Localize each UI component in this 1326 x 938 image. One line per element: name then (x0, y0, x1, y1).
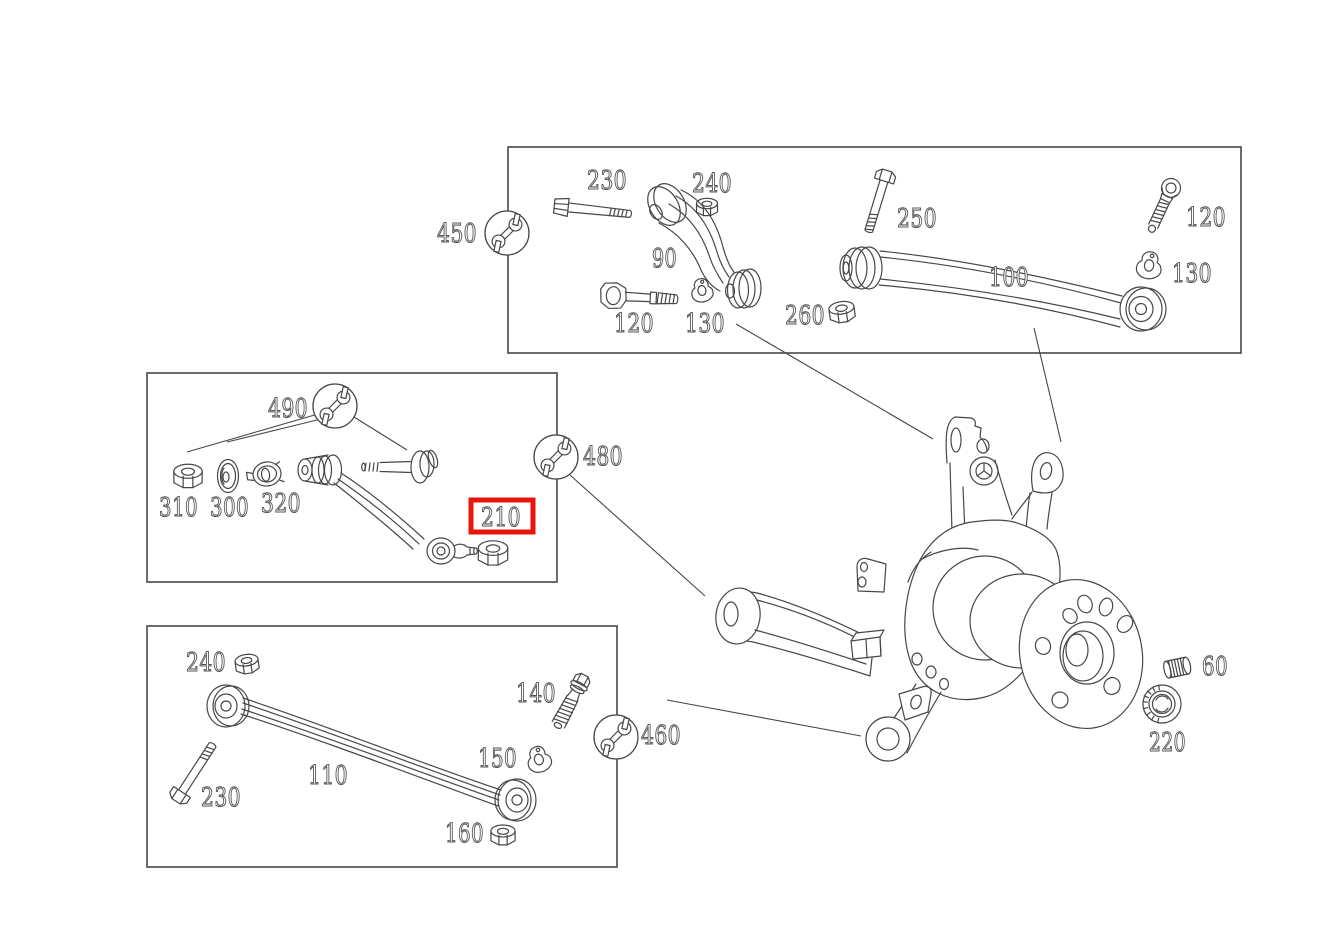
part-label-300[interactable]: 300 (209, 492, 249, 523)
tool-callout-label-480[interactable]: 480 (582, 441, 623, 472)
part-label-260[interactable]: 260 (784, 300, 825, 331)
part-label-220[interactable]: 220 (1148, 727, 1186, 758)
part-label-230-bottom[interactable]: 230 (200, 782, 241, 813)
clip-150-drawing (523, 743, 555, 776)
part-label-100[interactable]: 100 (988, 262, 1029, 293)
nut-260-drawing (827, 299, 857, 325)
wrench-icon-460 (593, 714, 639, 760)
bolt-230-top-drawing (552, 197, 632, 218)
part-number-labels: 230 240 90 120 130 260 250 100 120 130 4… (158, 165, 1228, 849)
wrench-icon-450 (484, 210, 530, 256)
leader-lines (186, 323, 1062, 737)
nut-160-drawing (490, 824, 516, 846)
bolt-250-drawing (864, 168, 897, 234)
eccentric-bolt-drawing (361, 449, 439, 484)
wrench-icon-480 (533, 434, 579, 480)
part-label-320[interactable]: 320 (260, 488, 301, 519)
nut-240-bottom-drawing (233, 652, 261, 676)
part-label-110[interactable]: 110 (307, 760, 348, 791)
clip-130-left-drawing (689, 276, 715, 304)
part-label-130-left[interactable]: 130 (684, 308, 725, 339)
part-label-240-top[interactable]: 240 (691, 168, 732, 199)
locknut-220-drawing (1142, 684, 1182, 724)
eccentric-washer-300-drawing (216, 458, 240, 494)
track-rod-110-drawing (206, 684, 537, 822)
bolt-140-drawing (551, 672, 591, 729)
tool-callout-label-460[interactable]: 460 (640, 720, 681, 751)
part-label-130-right[interactable]: 130 (1171, 258, 1212, 289)
bolt-120-left-drawing (600, 282, 679, 310)
sleeve-60-drawing (1163, 656, 1192, 679)
bolt-230-bottom-drawing (169, 742, 217, 805)
part-label-310[interactable]: 310 (158, 492, 198, 523)
camber-strut-drawing (297, 454, 478, 565)
clip-130-right-drawing (1134, 249, 1164, 281)
part-label-140[interactable]: 140 (515, 678, 556, 709)
control-arm-90-drawing (647, 183, 762, 309)
part-label-210-selected[interactable]: 210 (480, 502, 521, 533)
selected-part-highlight (468, 497, 536, 535)
wrench-icon-490 (312, 383, 358, 429)
cam-washer-320-drawing (245, 461, 285, 487)
part-label-160[interactable]: 160 (444, 818, 484, 849)
tool-callout-label-450[interactable]: 450 (436, 218, 477, 249)
nut-310-drawing (173, 463, 203, 489)
part-label-230-top[interactable]: 230 (586, 165, 627, 196)
tool-callout-label-490[interactable]: 490 (267, 393, 308, 424)
part-label-150[interactable]: 150 (477, 743, 517, 774)
part-label-250[interactable]: 250 (896, 203, 937, 234)
bolt-120-right-drawing (1147, 177, 1182, 233)
part-label-120-left[interactable]: 120 (613, 308, 654, 339)
part-label-90[interactable]: 90 (651, 243, 677, 274)
nut-240-top-drawing (695, 197, 719, 217)
wheel-hub-carrier-drawing (715, 416, 1144, 762)
part-label-60[interactable]: 60 (1201, 651, 1228, 682)
control-arm-100-drawing (839, 246, 1167, 332)
part-label-240-bottom[interactable]: 240 (185, 647, 226, 678)
part-label-120-right[interactable]: 120 (1185, 202, 1226, 233)
nut-210-drawing (477, 539, 509, 566)
